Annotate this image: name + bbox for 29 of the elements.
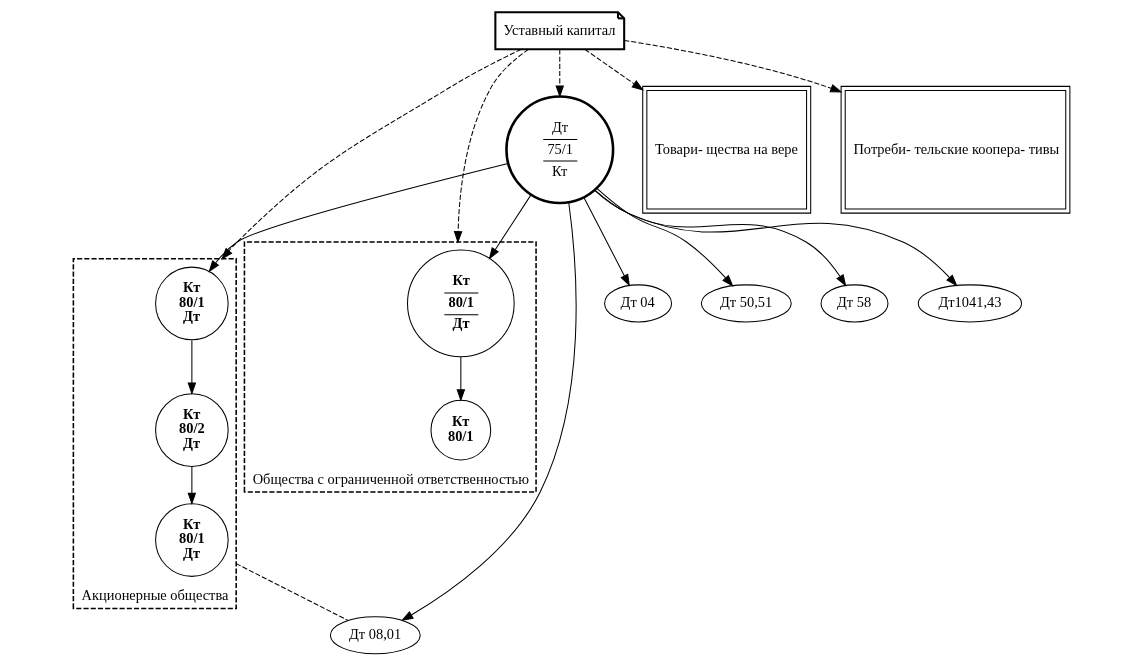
arrow <box>488 194 532 260</box>
node-circle: Кт 80/1 Дт <box>407 249 515 358</box>
arrow <box>555 49 565 98</box>
arrow <box>187 339 197 395</box>
node-circle: Кт 80/1 Дт <box>155 266 229 341</box>
arrow <box>208 162 509 273</box>
node-ellipse: Дт 04 <box>604 284 673 323</box>
connector <box>235 563 349 621</box>
node-ellipse: Дт1041,43 <box>917 284 1023 323</box>
arrow <box>596 187 734 287</box>
arrow <box>623 39 843 93</box>
node-circle: Кт 80/1 <box>430 399 492 461</box>
node-circle: Кт 80/1 Дт <box>155 503 229 577</box>
arrow <box>584 49 644 91</box>
arrow <box>594 189 847 287</box>
node-circle: Кт 80/2 Дт <box>155 393 229 467</box>
node-ellipse: Дт 50,51 <box>700 284 792 323</box>
node-ellipse: Дт 08,01 <box>329 616 421 655</box>
node-ellipse: Дт 58 <box>820 284 889 323</box>
arrow <box>593 189 958 287</box>
arrow <box>187 466 197 506</box>
arrow <box>400 201 577 621</box>
arrow <box>221 49 522 260</box>
arrow <box>583 197 630 287</box>
node-circle: Дт 75/1 Кт <box>505 95 615 205</box>
node-box: Товари- щества на вере <box>642 85 812 214</box>
node-box: Потреби- тельские коопера- тивы <box>840 85 1071 214</box>
arrow <box>453 48 529 244</box>
arrow <box>456 356 466 402</box>
